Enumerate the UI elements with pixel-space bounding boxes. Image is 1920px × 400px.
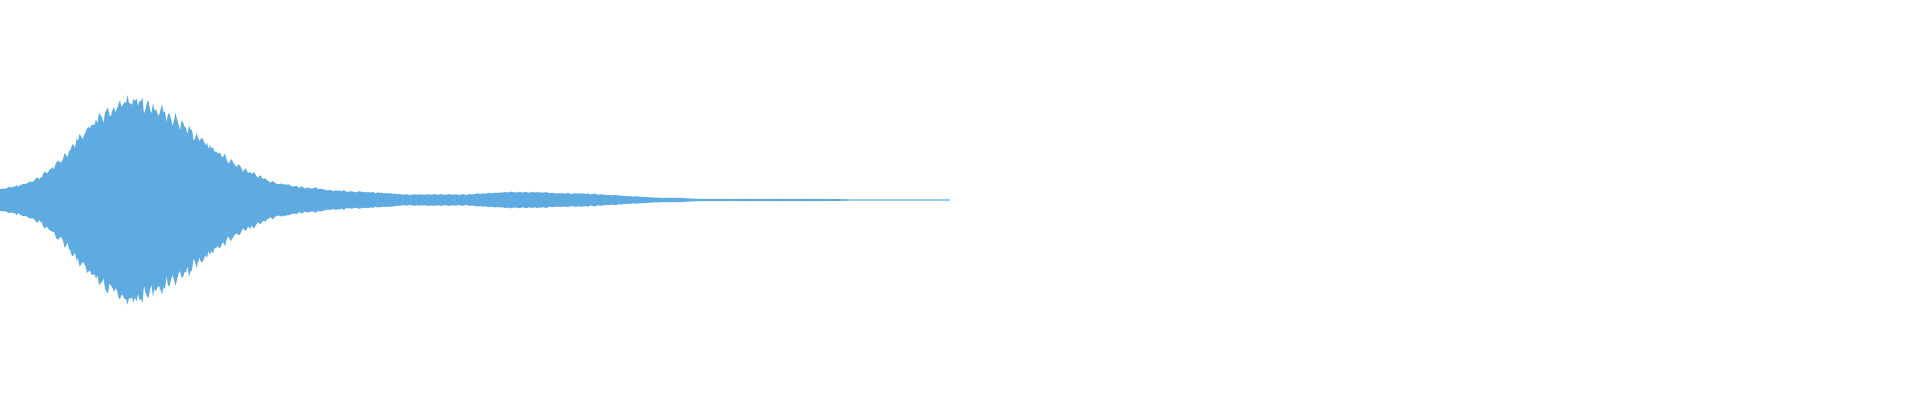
waveform-shape: [0, 94, 950, 305]
